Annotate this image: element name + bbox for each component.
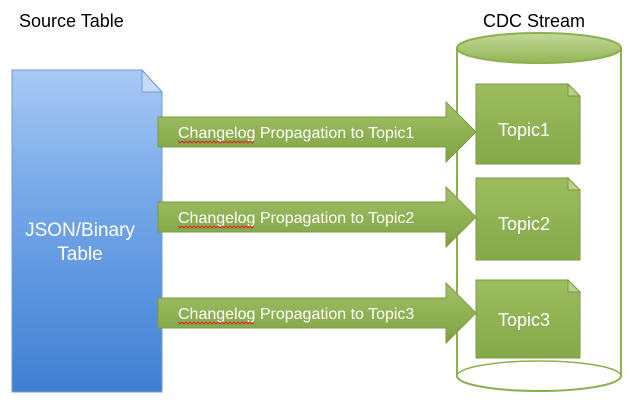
changelog-arrow-1: Changelog Propagation to Topic1 xyxy=(157,100,477,164)
topic-1: Topic1 xyxy=(475,82,582,165)
topic-1-fold xyxy=(567,82,582,97)
arrow-2-label: Changelog Propagation to Topic2 xyxy=(178,210,414,227)
source-table-heading: Source Table xyxy=(19,11,124,31)
arrow-1-shape xyxy=(157,100,477,164)
arrow-3-label: Changelog Propagation to Topic3 xyxy=(178,306,414,323)
arrow-3-spellcheck xyxy=(177,321,255,325)
topic-1-label: Topic1 xyxy=(498,120,550,140)
arrow-2-spellcheck xyxy=(177,225,255,229)
topic-1-shape xyxy=(475,83,581,165)
arrow-3-shape xyxy=(157,281,477,345)
cdc-stream-heading: CDC Stream xyxy=(483,11,585,31)
topic-2-shape xyxy=(475,177,581,261)
source-table-label-line1: JSON/Binary xyxy=(25,220,135,241)
changelog-arrow-2: Changelog Propagation to Topic2 xyxy=(157,185,477,249)
topic-2: Topic2 xyxy=(475,176,582,261)
topic-3-shape xyxy=(475,279,581,359)
cylinder-bottom-arc xyxy=(456,360,622,377)
cylinder-top xyxy=(456,32,622,64)
source-table-label-line2: Table xyxy=(57,244,102,265)
topic-3-label: Topic3 xyxy=(498,310,550,330)
source-table-fold xyxy=(141,68,164,93)
arrow-2-shape xyxy=(157,185,477,249)
arrow-1-label: Changelog Propagation to Topic1 xyxy=(178,125,414,142)
source-table-shape xyxy=(11,69,163,393)
arrow-1-spellcheck xyxy=(177,140,255,144)
topic-2-label: Topic2 xyxy=(498,214,550,234)
source-table: JSON/Binary Table xyxy=(11,68,164,393)
topic-3: Topic3 xyxy=(475,278,582,359)
topic-2-fold xyxy=(567,176,582,191)
changelog-arrow-3: Changelog Propagation to Topic3 xyxy=(157,281,477,345)
topic-3-fold xyxy=(567,278,582,293)
